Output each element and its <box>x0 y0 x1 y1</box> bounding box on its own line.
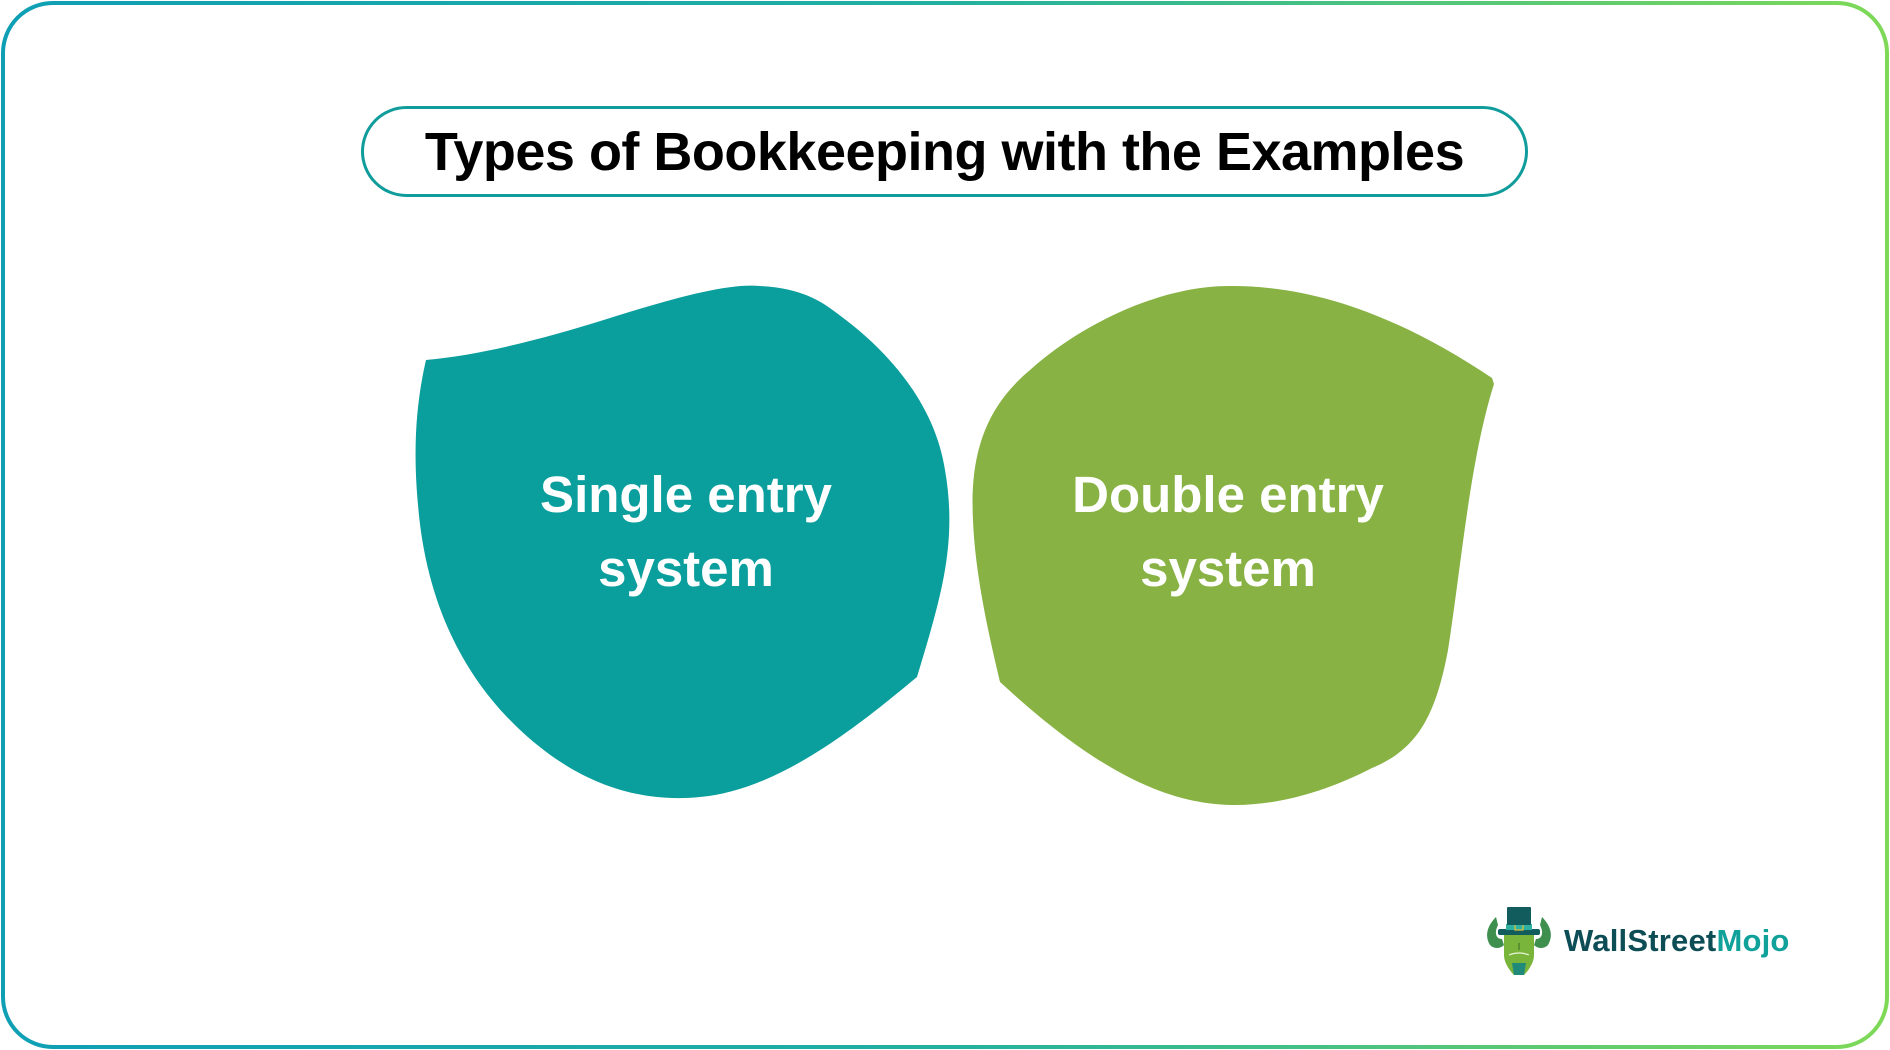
logo-text: WallStreetMojo <box>1564 923 1790 959</box>
single-entry-blob <box>415 285 950 799</box>
double-entry-label: Double entry system <box>1018 458 1438 606</box>
page-title: Types of Bookkeeping with the Examples <box>424 121 1465 182</box>
single-entry-line2: system <box>598 540 774 597</box>
double-entry-line2: system <box>1140 540 1316 597</box>
double-entry-line1: Double entry <box>1072 466 1384 523</box>
wallstreetmojo-logo: WallStreetMojo <box>1482 905 1790 977</box>
bull-with-top-hat-icon <box>1487 907 1551 975</box>
logo-text-mojo: Mojo <box>1716 923 1790 958</box>
title-pill: Types of Bookkeeping with the Examples <box>361 106 1528 197</box>
single-entry-line1: Single entry <box>540 466 832 523</box>
single-entry-label: Single entry system <box>476 458 896 606</box>
double-entry-blob <box>972 285 1494 806</box>
logo-text-wallstreet: WallStreet <box>1564 923 1717 958</box>
